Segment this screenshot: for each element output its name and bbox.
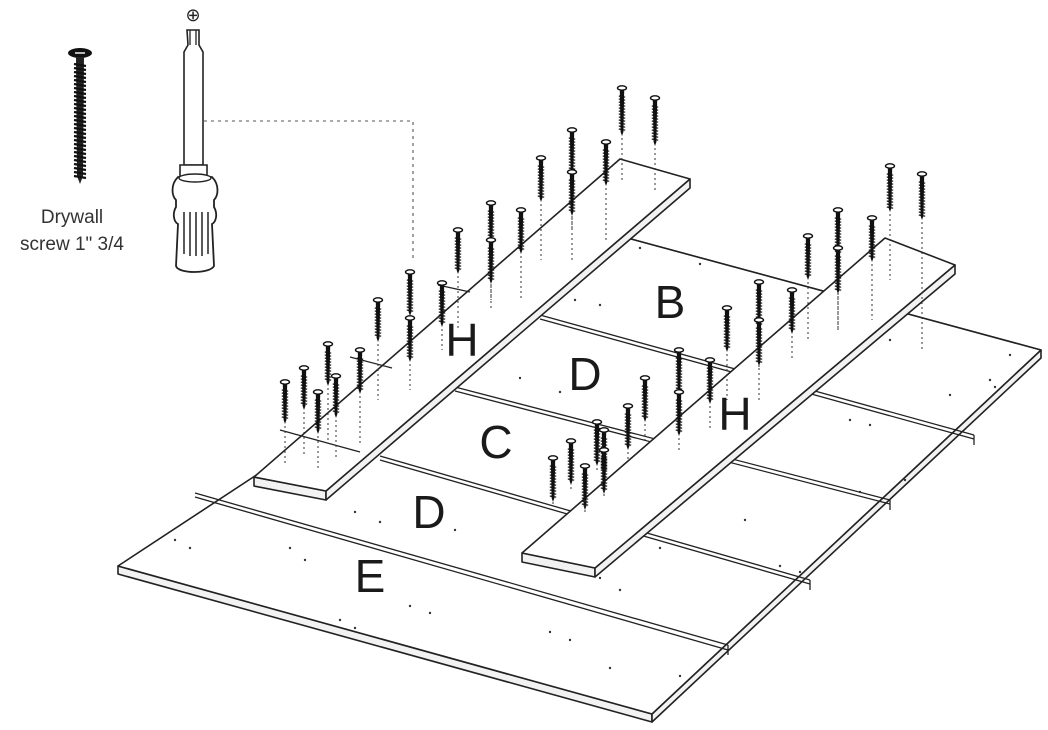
screw [786, 287, 798, 360]
screw [622, 403, 634, 460]
screw [916, 171, 928, 350]
label-stringer-h-right: H [718, 388, 751, 440]
screw-group [279, 85, 928, 512]
screw [330, 373, 342, 460]
screwdriver-leader-line [204, 120, 414, 262]
screw [436, 280, 448, 350]
screw [639, 375, 651, 440]
screw [866, 215, 878, 320]
screw [404, 315, 416, 390]
screw [404, 269, 416, 360]
stringer-h-right [521, 237, 956, 578]
screw-caption-line1: Drywall [41, 207, 103, 228]
screw [802, 233, 814, 340]
label-panel-e: E [355, 550, 386, 602]
screw [354, 347, 366, 444]
screw [598, 447, 610, 496]
screw [673, 389, 685, 450]
phillips-screwdriver-icon: ⊕ [171, 5, 219, 273]
label-panel-b: B [655, 276, 686, 328]
screw [322, 341, 334, 440]
screw [372, 297, 384, 400]
screw [452, 227, 464, 330]
screw [884, 163, 896, 280]
drywall-screw-icon [68, 48, 92, 184]
drill-holes [173, 246, 1012, 678]
screw [485, 237, 497, 310]
screw [312, 389, 324, 470]
label-stringer-h-left: H [445, 314, 478, 366]
phillips-tip-icon: ⊕ [185, 5, 200, 25]
screw [565, 438, 577, 490]
screw [832, 245, 844, 330]
screw [591, 419, 603, 470]
screw [547, 455, 559, 504]
label-panel-d-lower: D [412, 486, 445, 538]
screw [298, 365, 310, 455]
screw [649, 95, 661, 190]
screw [616, 85, 628, 180]
screw [721, 305, 733, 400]
screw [566, 169, 578, 260]
screw [600, 139, 612, 240]
stringer-h-left [253, 158, 691, 501]
label-panel-c: C [479, 416, 512, 468]
seam-e-d [194, 492, 729, 646]
screw [579, 463, 591, 512]
screw [279, 379, 291, 466]
screw [753, 317, 765, 400]
screw-caption-line2: screw 1" 3/4 [20, 234, 124, 255]
screw [535, 155, 547, 260]
label-panel-d-upper: D [568, 348, 601, 400]
screw [515, 207, 527, 300]
screw [704, 357, 716, 430]
